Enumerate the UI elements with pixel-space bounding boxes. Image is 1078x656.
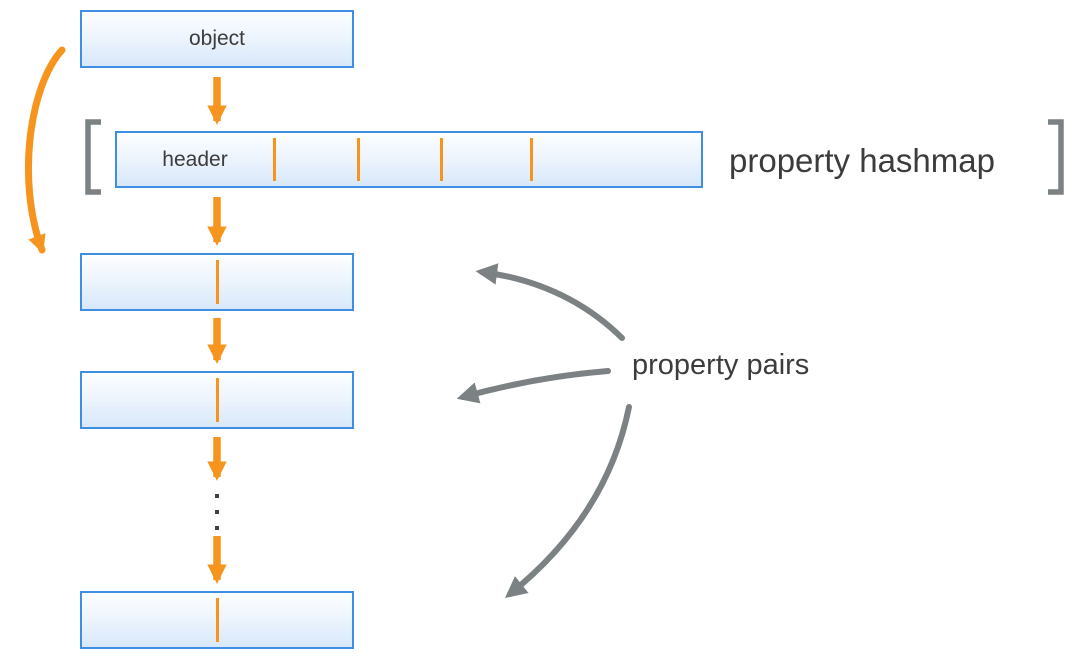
object-box-label: object <box>188 27 246 50</box>
hashmap-slot-divider <box>530 138 533 181</box>
pair-slot-divider <box>215 598 219 642</box>
pair-slot-divider <box>215 260 219 304</box>
pair-slot-divider <box>215 378 219 422</box>
hashmap-slot-divider <box>357 138 360 181</box>
hashmap-box: header <box>115 131 703 188</box>
property-pair-box <box>80 591 354 649</box>
property-pair-box <box>80 371 354 429</box>
ellipsis-dot <box>215 526 219 530</box>
property-pair-box <box>80 253 354 311</box>
vertical-ellipsis <box>215 494 219 530</box>
ellipsis-dot <box>215 510 219 514</box>
left-bracket-icon <box>85 119 101 195</box>
pairs-arrow-to-pair1 <box>475 263 625 341</box>
curved-arrow-object-to-pair1 <box>25 46 66 254</box>
hashmap-header-label: header <box>162 147 228 171</box>
ellipsis-dot <box>215 494 219 498</box>
property-pairs-caption: property pairs <box>632 349 810 381</box>
object-box: object <box>80 10 354 68</box>
hashmap-caption: property hashmap <box>729 142 995 179</box>
hashmap-slot-divider <box>273 138 276 181</box>
hashmap-slot-divider <box>440 138 443 181</box>
right-bracket-icon <box>1048 119 1064 195</box>
pairs-arrow-to-pair2 <box>456 368 611 404</box>
pairs-arrow-to-pair3 <box>504 404 632 599</box>
